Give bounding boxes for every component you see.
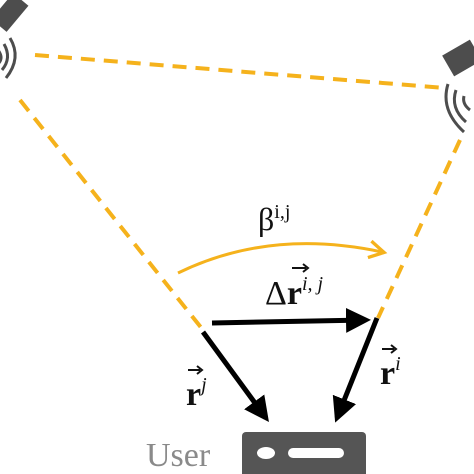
receiver-device-icon: [242, 432, 366, 474]
left-satellite-line: [18, 98, 205, 332]
r-i-vector: [332, 317, 380, 423]
delta-r-vector-arrow-accent: [292, 263, 310, 273]
r-i-label: ri: [380, 353, 401, 392]
r-i-vector-arrow-accent: [382, 344, 398, 354]
r-j-vector-arrow-accent: [188, 365, 204, 375]
delta-r-label: Δri, j: [265, 273, 324, 312]
beta-label: βi,j: [258, 201, 290, 237]
satellite-icon: [0, 0, 29, 79]
r-j-vector: [200, 330, 269, 423]
beta-arc: [177, 239, 388, 275]
satellite-icon: [442, 39, 474, 134]
user-label: User: [146, 437, 211, 474]
r-j-label: rj: [186, 374, 207, 413]
inter-satellite-link: [34, 53, 446, 90]
delta-r-vector: [211, 307, 371, 333]
right-satellite-line: [376, 139, 462, 319]
